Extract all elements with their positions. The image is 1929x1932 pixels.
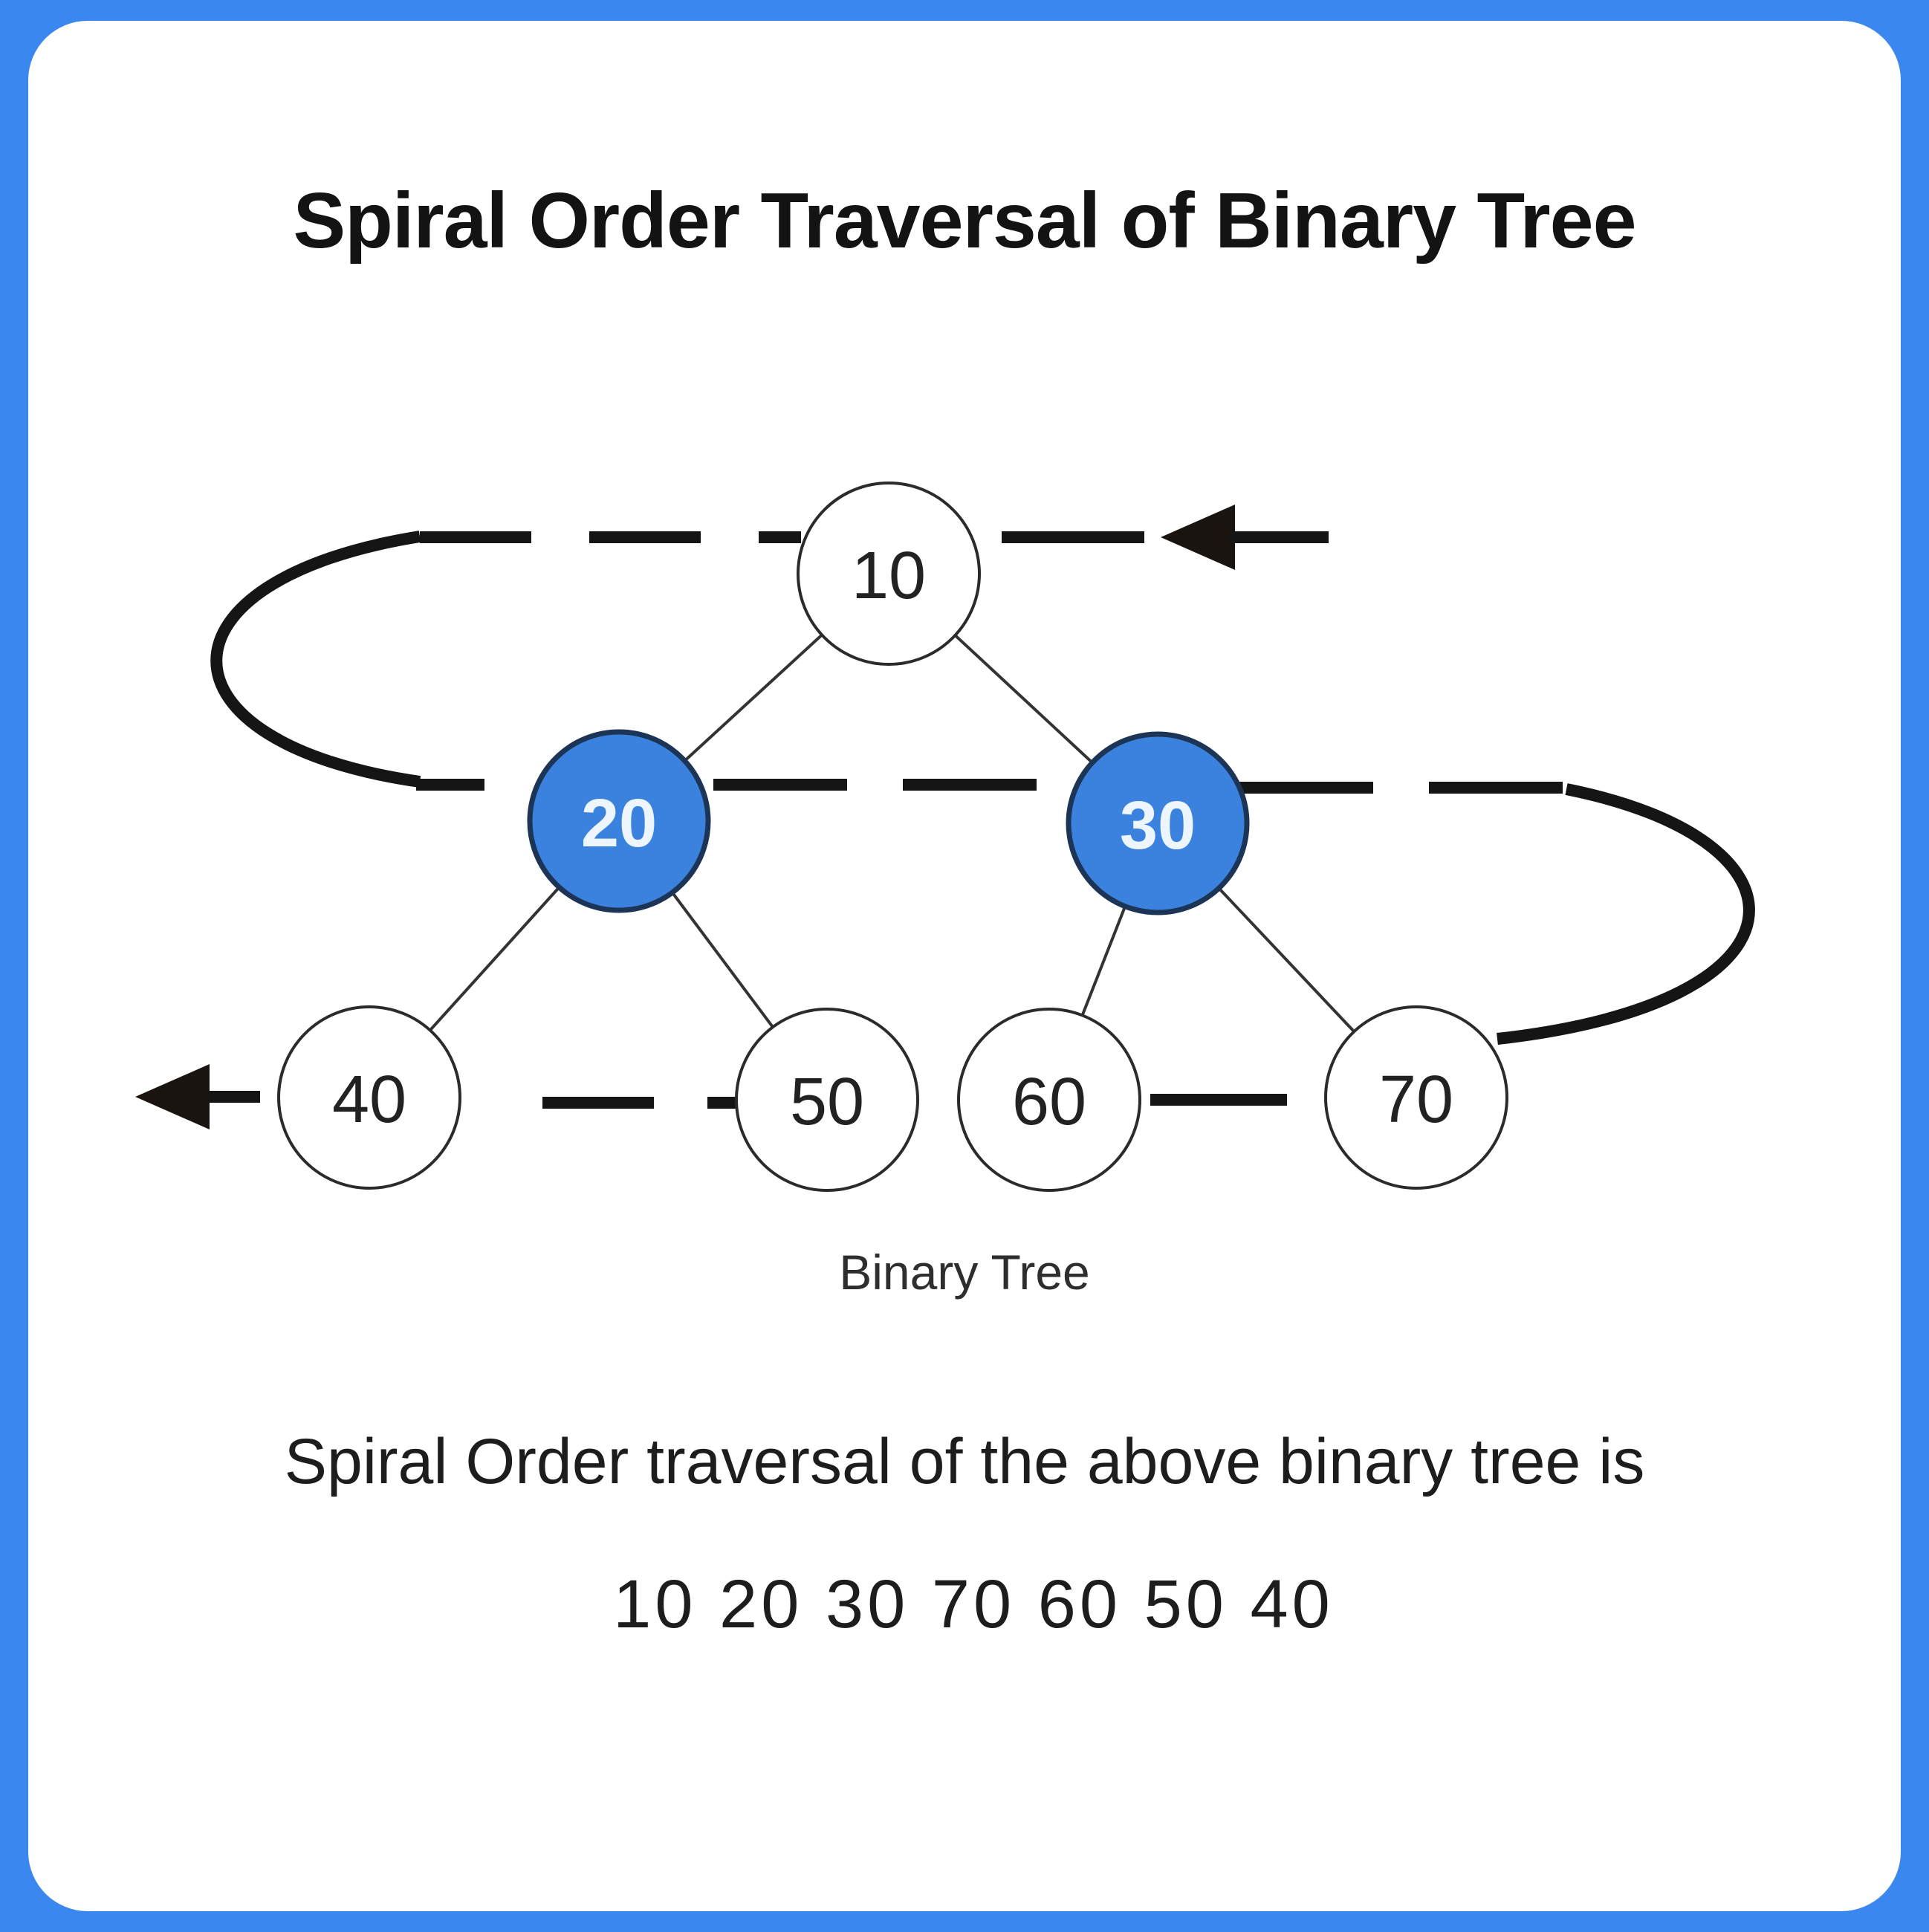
tree-node-30: 30 xyxy=(1066,731,1250,915)
node-30-label: 30 xyxy=(1120,788,1196,863)
node-10-circle xyxy=(797,482,981,666)
spiral-curve-left xyxy=(210,531,421,788)
tree-caption: Binary Tree xyxy=(839,1245,1089,1300)
node-60-circle xyxy=(957,1008,1141,1192)
tree-node-10: 10 xyxy=(797,482,981,666)
summary-sentence: Spiral Order traversal of the above bina… xyxy=(285,1426,1645,1497)
node-20-label: 20 xyxy=(581,785,657,861)
node-70-circle xyxy=(1324,1005,1508,1190)
node-70-label: 70 xyxy=(1379,1063,1453,1137)
top-arrowhead-icon xyxy=(1161,505,1235,570)
node-60-label: 60 xyxy=(1012,1065,1086,1139)
spiral-curve-right xyxy=(1497,783,1755,1045)
traversal-order-result: 10 20 30 70 60 50 40 xyxy=(613,1566,1334,1642)
bottom-arrowhead-icon xyxy=(135,1064,210,1129)
node-40-label: 40 xyxy=(332,1063,406,1137)
node-40-circle xyxy=(277,1005,461,1190)
node-20-circle xyxy=(527,729,711,913)
node-50-circle xyxy=(735,1008,919,1192)
tree-node-40: 40 xyxy=(277,1005,461,1190)
node-10-label: 10 xyxy=(852,539,926,613)
page-title: Spiral Order Traversal of Binary Tree xyxy=(293,177,1635,265)
tree-node-20: 20 xyxy=(527,729,711,913)
node-30-circle xyxy=(1066,731,1250,915)
tree-node-50: 50 xyxy=(735,1008,919,1192)
tree-node-60: 60 xyxy=(957,1008,1141,1192)
content-card xyxy=(28,21,1901,1911)
tree-node-70: 70 xyxy=(1324,1005,1508,1190)
node-50-label: 50 xyxy=(790,1065,864,1139)
